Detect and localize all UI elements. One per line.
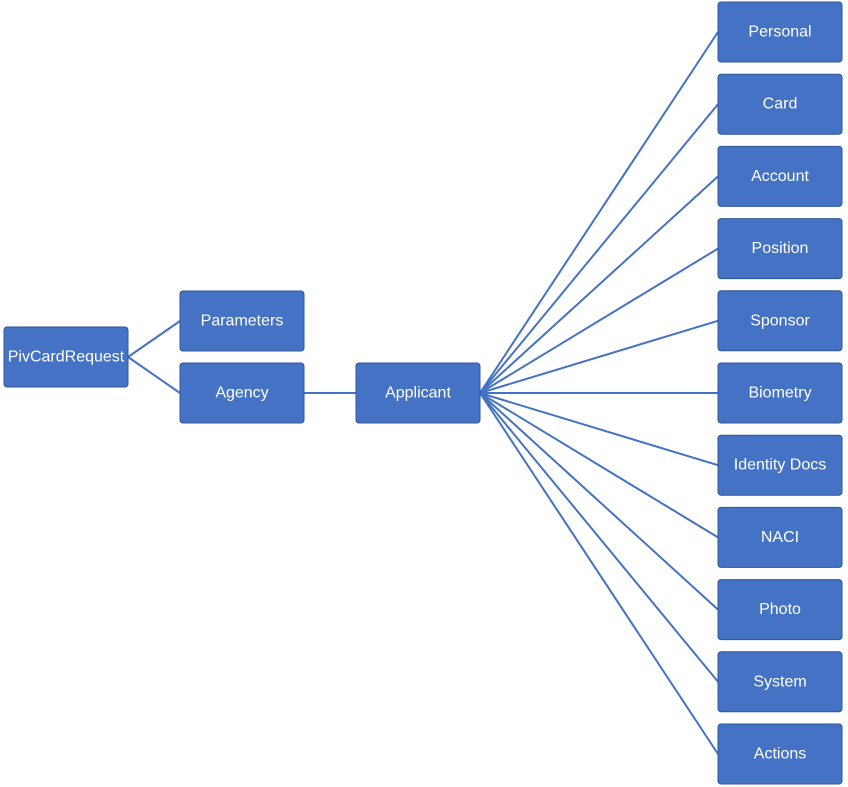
connector-applicant-position: [479, 247, 719, 394]
node-system-label: System: [753, 673, 806, 690]
connector-applicant-actions: [479, 392, 719, 755]
node-sponsor-label: Sponsor: [750, 312, 810, 329]
node-sponsor[interactable]: Sponsor: [717, 290, 843, 352]
node-position-label: Position: [752, 240, 809, 257]
node-biometry-label: Biometry: [748, 385, 811, 402]
node-card-label: Card: [763, 96, 798, 113]
node-naci[interactable]: NACI: [717, 506, 843, 568]
node-naci-label: NACI: [761, 529, 799, 546]
node-system[interactable]: System: [717, 651, 843, 713]
node-personal-label: Personal: [748, 24, 811, 41]
connector-applicant-system: [479, 392, 719, 683]
node-applicant-label: Applicant: [385, 385, 451, 402]
node-identity-docs[interactable]: Identity Docs: [717, 434, 843, 496]
node-pivcardrequest[interactable]: PivCardRequest: [3, 326, 129, 388]
connector-applicant-identity-docs: [479, 392, 719, 467]
node-agency-label: Agency: [215, 385, 268, 402]
node-agency[interactable]: Agency: [179, 362, 305, 424]
node-parameters-label: Parameters: [201, 313, 284, 330]
node-parameters[interactable]: Parameters: [179, 290, 305, 352]
connector-root-parameters: [127, 320, 181, 358]
connector-root-agency: [127, 356, 181, 394]
node-personal[interactable]: Personal: [717, 1, 843, 63]
connector-applicant-naci: [479, 392, 719, 539]
applicant-connector-lines: [479, 31, 719, 755]
connector-lines: [127, 320, 356, 394]
node-position[interactable]: Position: [717, 218, 843, 280]
connector-applicant-account: [479, 175, 719, 394]
node-actions-label: Actions: [754, 746, 806, 763]
node-actions[interactable]: Actions: [717, 723, 843, 785]
applicant-child-nodes: PersonalCardAccountPositionSponsorBiomet…: [717, 1, 843, 785]
node-photo[interactable]: Photo: [717, 579, 843, 641]
connector-applicant-personal: [479, 31, 719, 394]
node-account-label: Account: [751, 168, 809, 185]
node-identity-docs-label: Identity Docs: [734, 457, 826, 474]
connector-applicant-sponsor: [479, 319, 719, 394]
node-applicant[interactable]: Applicant: [355, 362, 481, 424]
node-biometry[interactable]: Biometry: [717, 362, 843, 424]
connector-applicant-photo: [479, 392, 719, 611]
node-pivcardrequest-label: PivCardRequest: [8, 349, 125, 366]
node-account[interactable]: Account: [717, 145, 843, 207]
node-photo-label: Photo: [759, 601, 801, 618]
connector-applicant-card: [479, 103, 719, 394]
node-card[interactable]: Card: [717, 73, 843, 135]
